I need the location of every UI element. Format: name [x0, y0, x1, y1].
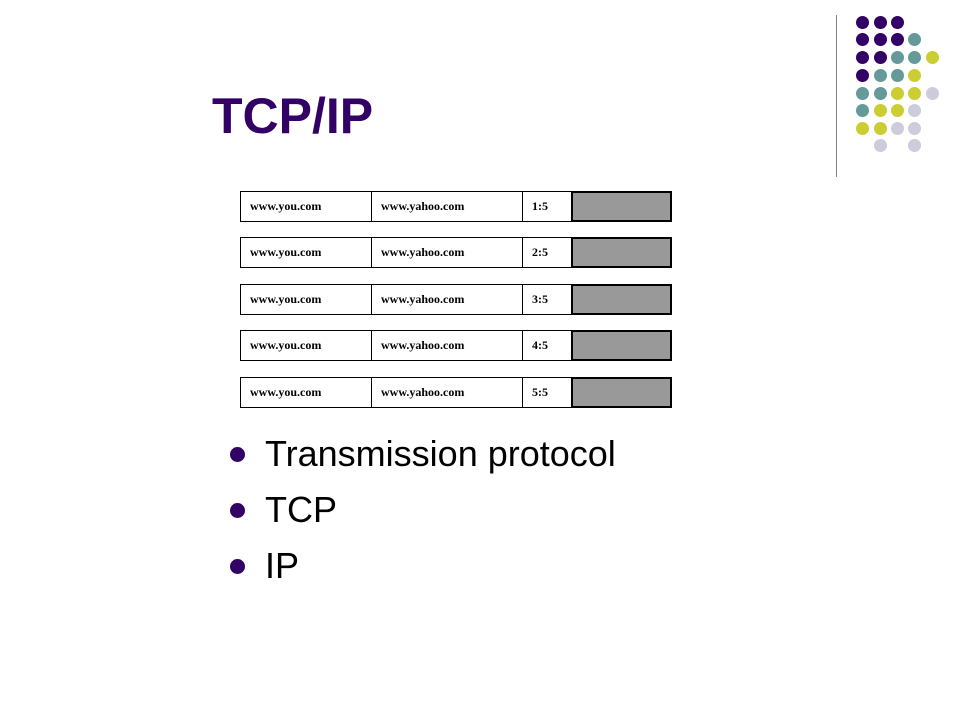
bullet-dot-icon [230, 502, 245, 518]
packet-row: www.you.com www.yahoo.com 5:5 [240, 377, 672, 408]
bullet-list: Transmission protocol TCP IP [228, 426, 616, 594]
decorative-dot [907, 138, 921, 152]
decorative-dot [873, 103, 887, 117]
packet-source: www.you.com [240, 330, 372, 361]
decorative-dot [855, 86, 869, 100]
decorative-dot [873, 121, 887, 135]
packet-data-block [571, 284, 672, 315]
packet-sequence: 1:5 [522, 191, 572, 222]
packet-data-block [571, 330, 672, 361]
decorative-dot [855, 68, 869, 82]
decorative-dot [873, 138, 887, 152]
decorative-dot [890, 50, 904, 64]
packet-data-block [571, 377, 672, 408]
decorative-dot [890, 68, 904, 82]
packet-sequence: 3:5 [522, 284, 572, 315]
bullet-item: TCP [228, 482, 616, 538]
packet-destination: www.yahoo.com [371, 377, 523, 408]
bullet-item: Transmission protocol [228, 426, 616, 482]
decorative-dot [873, 50, 887, 64]
decorative-dot [925, 86, 939, 100]
decorative-dot [907, 86, 921, 100]
decorative-dot [873, 32, 887, 46]
decorative-dot [925, 50, 939, 64]
packet-destination: www.yahoo.com [371, 284, 523, 315]
packet-data-block [571, 191, 672, 222]
bullet-item: IP [228, 538, 616, 594]
decorative-dot [890, 32, 904, 46]
packet-sequence: 5:5 [522, 377, 572, 408]
packet-source: www.you.com [240, 284, 372, 315]
packet-source: www.you.com [240, 377, 372, 408]
decorative-dot [890, 103, 904, 117]
decorative-divider-line [836, 15, 837, 177]
decorative-dot [907, 103, 921, 117]
bullet-dot-icon [230, 558, 245, 574]
decorative-dot [907, 68, 921, 82]
decorative-dot [855, 50, 869, 64]
packet-source: www.you.com [240, 237, 372, 268]
packet-source: www.you.com [240, 191, 372, 222]
packet-row: www.you.com www.yahoo.com 4:5 [240, 330, 672, 361]
decorative-dot [907, 121, 921, 135]
decorative-dot [855, 121, 869, 135]
packet-sequence: 2:5 [522, 237, 572, 268]
decorative-dot [873, 68, 887, 82]
bullet-text: TCP [265, 489, 337, 530]
packet-row: www.you.com www.yahoo.com 3:5 [240, 284, 672, 315]
packet-row: www.you.com www.yahoo.com 1:5 [240, 191, 672, 222]
decorative-dot [873, 15, 887, 29]
packet-destination: www.yahoo.com [371, 237, 523, 268]
decorative-dot [890, 86, 904, 100]
packet-destination: www.yahoo.com [371, 191, 523, 222]
bullet-text: IP [265, 545, 300, 586]
decorative-dot [855, 15, 869, 29]
decorative-dot [890, 121, 904, 135]
decorative-dot [855, 103, 869, 117]
decorative-dot [907, 32, 921, 46]
decorative-dot [873, 86, 887, 100]
decorative-dot [907, 50, 921, 64]
bullet-text: Transmission protocol [265, 433, 616, 474]
bullet-dot-icon [230, 446, 245, 462]
packet-sequence: 4:5 [522, 330, 572, 361]
packet-data-block [571, 237, 672, 268]
packet-row: www.you.com www.yahoo.com 2:5 [240, 237, 672, 268]
packet-destination: www.yahoo.com [371, 330, 523, 361]
decorative-dot [855, 32, 869, 46]
decorative-dot [890, 15, 904, 29]
slide-title: TCP/IP [212, 88, 374, 144]
